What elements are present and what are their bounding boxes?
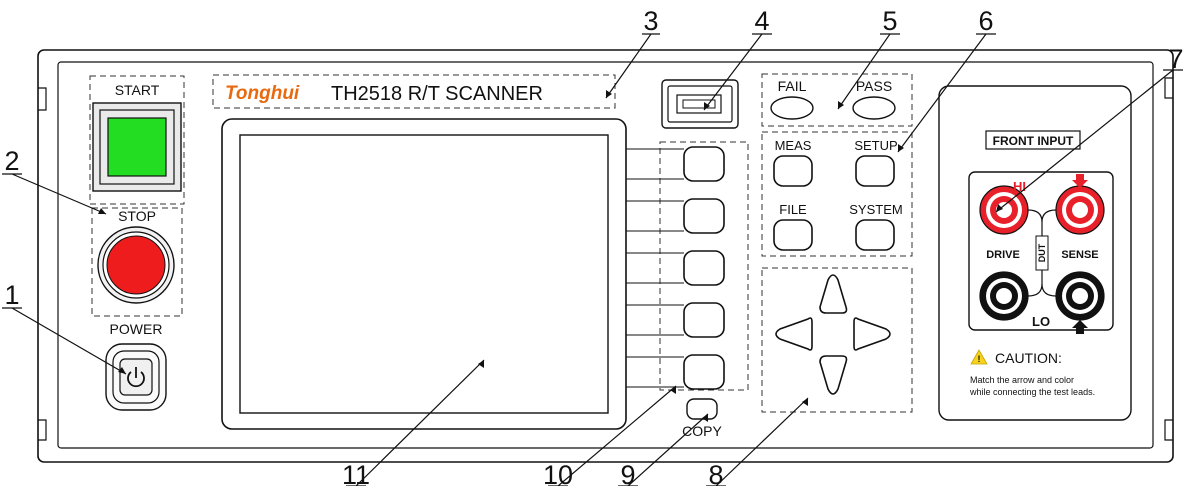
callout-1: 1: [4, 280, 19, 310]
arrow-right-button[interactable]: [853, 317, 891, 351]
power-label: POWER: [110, 321, 163, 337]
panel-frame-outer: [37, 49, 1174, 463]
softkey-button-2[interactable]: [683, 198, 725, 234]
softkey-button-5[interactable]: [683, 354, 725, 390]
leader-3: [605, 33, 660, 99]
softkey-button-4[interactable]: [683, 302, 725, 338]
fail-indicator: [770, 96, 814, 120]
file-label: FILE: [779, 202, 807, 217]
setup-button[interactable]: [855, 155, 895, 187]
arrow-keypad: [761, 267, 913, 413]
softkey-column: [626, 146, 725, 390]
meas-button[interactable]: [773, 155, 813, 187]
copy-label: COPY: [682, 423, 722, 439]
softkey-guide-line: [626, 356, 684, 388]
model-title-bar: [212, 74, 616, 109]
leader-11: [346, 359, 485, 486]
meas-label: MEAS: [775, 138, 812, 153]
callout-7: 7: [1168, 44, 1183, 74]
brand-logo: Tonghui: [225, 83, 300, 104]
callout-6: 6: [978, 6, 993, 36]
stop-button-lamp: [106, 235, 166, 295]
callout-11: 11: [342, 460, 370, 486]
softkey-guide-line: [626, 200, 684, 232]
leader-10: [548, 385, 677, 486]
hi-sense-arrow-icon: [1072, 174, 1088, 188]
model-title: TH2518 R/T SCANNER: [331, 83, 543, 105]
front-input-title: FRONT INPUT: [993, 134, 1074, 148]
dut-box: [1035, 235, 1049, 271]
hi-label: HI: [1013, 179, 1026, 194]
lo-sense-arrow-icon: [1072, 320, 1088, 334]
arrow-up-button[interactable]: [819, 274, 848, 314]
leader-5: [837, 33, 900, 110]
lo-label: LO: [1032, 314, 1050, 329]
display-screen: [239, 134, 609, 414]
caution-title: CAUTION:: [995, 350, 1062, 366]
callout-3: 3: [643, 6, 658, 36]
power-icon: [127, 367, 145, 388]
sense-label: SENSE: [1061, 249, 1098, 261]
softkey-guide-line: [626, 304, 684, 336]
callout-5: 5: [882, 6, 897, 36]
softkey-button-3[interactable]: [683, 250, 725, 286]
front-input-panel: [938, 85, 1132, 421]
callout-9: 9: [620, 460, 635, 486]
file-button[interactable]: [773, 219, 813, 251]
callout-10: 10: [543, 460, 573, 486]
svg-text:!: !: [978, 354, 981, 364]
callout-8: 8: [708, 460, 723, 486]
arrow-left-button[interactable]: [775, 317, 813, 351]
arrow-down-button[interactable]: [819, 355, 848, 395]
pass-label: PASS: [856, 78, 892, 94]
softkey-button-1[interactable]: [683, 146, 725, 182]
leader-4: [703, 33, 772, 111]
pass-indicator: [852, 96, 896, 120]
dut-label: DUT: [1037, 243, 1047, 262]
usb-icon: [682, 99, 716, 109]
drive-label: DRIVE: [986, 249, 1020, 261]
caution-line-1: Match the arrow and color: [970, 375, 1074, 385]
system-label: SYSTEM: [849, 202, 902, 217]
copy-button[interactable]: [686, 398, 718, 420]
softkey-guide-line: [626, 252, 684, 284]
start-button-lamp: [107, 117, 167, 177]
leader-6: [897, 33, 996, 153]
leader-1: [2, 307, 127, 375]
leader-8: [706, 397, 809, 486]
leader-2: [2, 173, 107, 215]
callout-4: 4: [754, 6, 769, 36]
system-button[interactable]: [855, 219, 895, 251]
caution-icon: [970, 349, 988, 365]
softkey-guide-line: [626, 148, 684, 180]
fail-label: FAIL: [778, 78, 807, 94]
callout-2: 2: [4, 146, 19, 176]
panel-frame-inner: [57, 61, 1154, 449]
leader-7: [995, 69, 1183, 213]
stop-label: STOP: [118, 208, 156, 224]
caution-line-2: while connecting the test leads.: [969, 387, 1095, 397]
start-label: START: [115, 82, 160, 98]
usb-port[interactable]: [661, 79, 739, 129]
leader-9: [618, 413, 709, 486]
setup-label: SETUP: [854, 138, 897, 153]
